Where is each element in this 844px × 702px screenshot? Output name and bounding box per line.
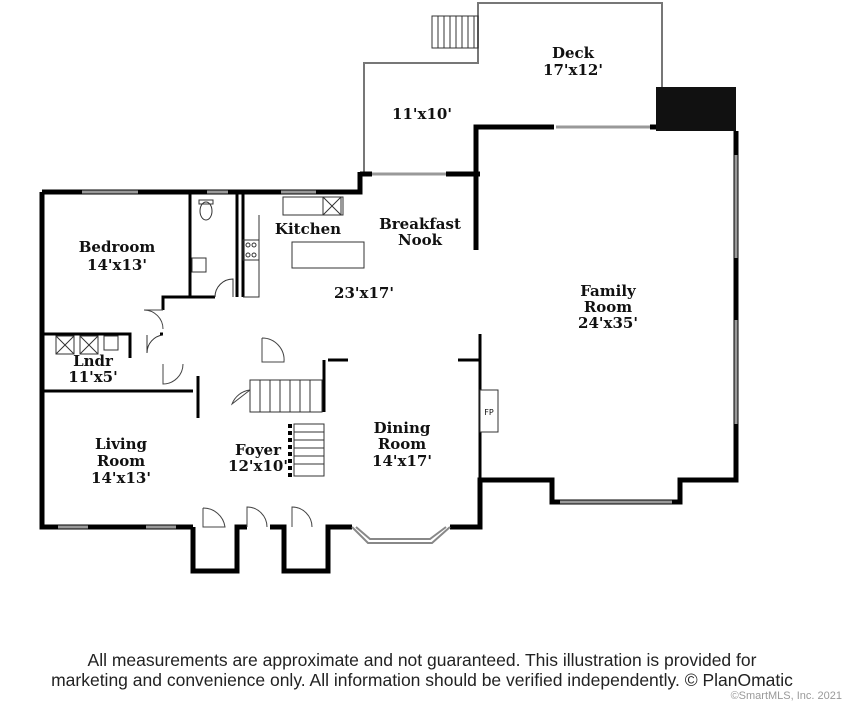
exterior-walls (39, 124, 739, 574)
dining-room-name-2: Room (378, 435, 426, 453)
kitchen-fixtures (242, 196, 365, 298)
foyer-name: Foyer (235, 441, 282, 459)
kitchen-area-size: 23'x17' (334, 284, 394, 302)
floor-plan: FP Deck 17'x12' 11'x10' Kitchen Breakfas… (39, 2, 739, 574)
breakfast-nook-name-1: Breakfast (379, 215, 461, 233)
family-room-name-1: Family (580, 282, 637, 300)
laundry-name: Lndr (73, 352, 114, 370)
deck-name: Deck (552, 44, 595, 62)
deck-outline (363, 2, 663, 172)
disclaimer: All measurements are approximate and not… (0, 650, 844, 690)
dining-room-name-1: Dining (374, 419, 431, 437)
windows (58, 125, 738, 529)
laundry-fixtures (55, 334, 164, 355)
interior-walls (42, 192, 482, 480)
dining-room-size: 14'x17' (372, 452, 432, 470)
family-room-name-2: Room (584, 298, 632, 316)
kitchen-name: Kitchen (275, 220, 341, 238)
disclaimer-line-1: All measurements are approximate and not… (87, 650, 757, 670)
fireplace-label: FP (484, 408, 494, 417)
bedroom-name: Bedroom (79, 238, 156, 256)
bay-window (351, 526, 451, 544)
copyright-notice: ©SmartMLS, Inc. 2021 (730, 690, 842, 702)
breakfast-nook-name-2: Nook (398, 231, 443, 249)
living-room-size: 14'x13' (91, 469, 151, 487)
disclaimer-line-2: marketing and convenience only. All info… (51, 670, 793, 690)
living-room-name-1: Living (95, 435, 148, 453)
deck-stairs (431, 15, 479, 49)
porch-size: 11'x10' (392, 105, 452, 123)
living-room-name-2: Room (97, 452, 145, 470)
chimney (656, 87, 736, 131)
laundry-size: 11'x5' (68, 368, 117, 386)
family-room-size: 24'x35' (578, 314, 638, 332)
foyer-size: 12'x10' (228, 457, 288, 475)
bedroom-size: 14'x13' (87, 256, 147, 274)
interior-stairs (249, 379, 325, 477)
deck-size: 17'x12' (543, 61, 603, 79)
fireplace: FP (479, 389, 499, 433)
door-swings (143, 309, 313, 528)
bath-fixtures (191, 199, 234, 298)
